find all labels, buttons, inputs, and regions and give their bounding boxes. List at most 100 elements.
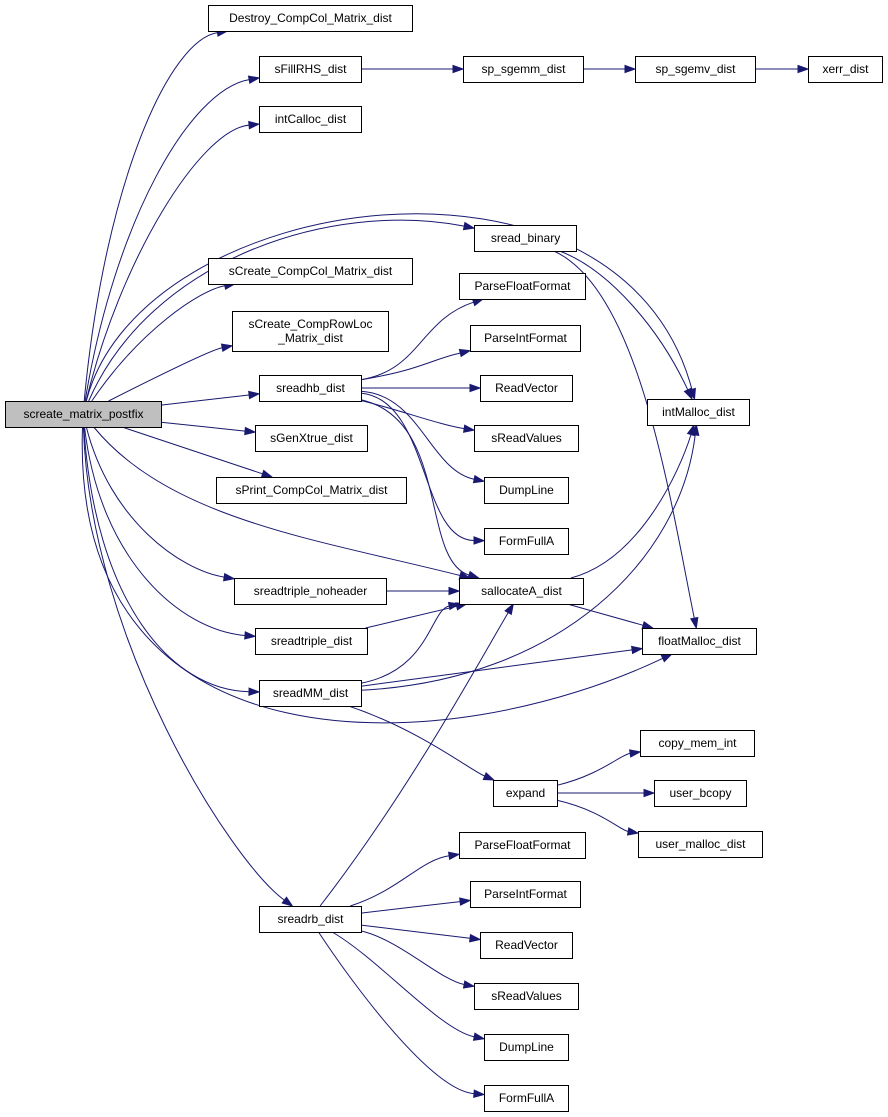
function-node-usermalloc[interactable]: user_malloc_dist [638,831,763,858]
node-label: user_malloc_dist [655,837,746,851]
function-node-xerr[interactable]: xerr_dist [808,56,883,83]
call-edge-sreadhb-to-rv1 [360,383,482,393]
node-box [638,831,763,858]
edge-arrowhead [797,64,810,74]
edge-line [88,219,465,402]
edge-arrowhead [248,120,261,130]
call-edge-root-to-intcalloc [85,120,261,402]
call-edge-sreadrb-to-sallocatea [319,602,515,907]
edge-arrowhead [469,383,482,393]
node-box [259,56,362,83]
function-node-srv1[interactable]: sReadValues [474,425,579,452]
edge-arrowhead [482,771,496,781]
function-node-sreadrb[interactable]: sreadrb_dist [259,906,362,933]
edge-line [360,434,696,691]
node-label: FormFullA [499,534,554,548]
node-box [208,258,413,285]
edge-line [556,752,631,786]
node-label: sreadrb_dist [277,912,344,926]
node-box [463,56,584,83]
function-node-ffa2[interactable]: FormFullA [484,1085,569,1112]
edge-arrowhead [448,586,461,596]
function-node-spsgemv[interactable]: sp_sgemv_dist [635,56,756,83]
call-edge-sreadhb-to-sallocatea [360,399,481,580]
call-edge-srtnh-to-sallocatea [385,586,461,596]
function-node-userbcopy[interactable]: user_bcopy [654,780,747,807]
node-box [234,578,387,605]
node-label: ReadVector [495,381,558,395]
node-box [474,425,579,452]
node-label: sallocateA_dist [481,584,562,598]
function-node-pff2[interactable]: ParseFloatFormat [459,832,586,859]
node-box [474,983,579,1010]
function-node-pff1[interactable]: ParseFloatFormat [459,273,586,300]
node-box [259,680,362,707]
node-box [484,528,569,555]
call-edge-root-to-sreadrb [82,426,294,907]
node-box [255,425,368,452]
call-edge-sreadmm-to-sallocatea [360,601,461,684]
function-node-pif2[interactable]: ParseIntFormat [470,881,581,908]
call-edge-root-to-srt [84,426,257,640]
function-nodes: screate_matrix_postfix Destroy_CompCol_Ma… [5,5,883,1112]
function-node-spsgemm[interactable]: sp_sgemm_dist [463,56,584,83]
edge-arrowhead [244,631,257,640]
call-edge-root-to-sgenx [160,421,257,436]
function-node-rv2[interactable]: ReadVector [480,932,573,959]
call-edge-root-to-sreadhb [160,390,261,406]
function-node-sgenx[interactable]: sGenXtrue_dist [255,425,368,452]
call-edge-root-to-srtnh [85,426,236,582]
function-node-sfillrhs[interactable]: sFillRHS_dist [259,56,362,83]
function-node-srt[interactable]: sreadtriple_dist [255,628,368,655]
node-label: floatMalloc_dist [658,634,741,648]
function-node-pif1[interactable]: ParseIntFormat [470,325,581,352]
edge-line [93,426,461,576]
node-label: intMalloc_dist [662,405,735,419]
edge-line [83,426,250,693]
call-edges [81,28,810,1098]
call-edge-sreadmm-to-floatmalloc [360,645,644,687]
function-node-intcalloc[interactable]: intCalloc_dist [259,106,362,133]
edge-arrowhead [690,423,700,436]
function-node-rv1[interactable]: ReadVector [480,375,573,402]
function-node-root[interactable]: screate_matrix_postfix [5,401,162,428]
function-node-floatmalloc[interactable]: floatMalloc_dist [642,628,757,655]
node-label: sCreate_CompCol_Matrix_dist [229,264,393,278]
function-node-sreadhb[interactable]: sreadhb_dist [259,375,362,402]
function-node-srtnh[interactable]: sreadtriple_noheader [234,578,387,605]
node-box [484,1034,569,1061]
call-edge-sfillrhs-to-spsgemm [361,64,465,74]
edge-line [567,603,644,626]
function-node-intmalloc[interactable]: intMalloc_dist [647,399,750,426]
edge-arrowhead [459,897,472,906]
function-node-ffa1[interactable]: FormFullA [484,528,569,555]
function-node-screaterl[interactable]: sCreate_CompRowLoc_Matrix_dist [232,311,389,352]
call-edge-sreadhb-to-pif1 [360,348,472,381]
edge-arrowhead [247,75,261,84]
function-node-srv2[interactable]: sReadValues [474,983,579,1010]
node-box [635,56,756,83]
function-node-sreadbinary[interactable]: sread_binary [474,225,577,252]
function-node-dl2[interactable]: DumpLine [484,1034,569,1061]
function-node-dl1[interactable]: DumpLine [484,477,569,504]
edge-line [348,705,485,777]
edge-line [84,79,250,402]
function-node-sreadmm[interactable]: sreadMM_dist [259,680,362,707]
edge-arrowhead [448,851,461,861]
edge-arrowhead [220,343,234,352]
function-node-expand[interactable]: expand [493,780,558,807]
call-edge-sreadmm-to-expand [348,705,496,781]
node-box [255,628,368,655]
function-node-copymem[interactable]: copy_mem_int [640,730,755,757]
edge-arrowhead [462,980,476,989]
function-node-sprint[interactable]: sPrint_CompCol_Matrix_dist [216,477,407,504]
edge-line [360,352,461,381]
function-node-sallocatea[interactable]: sallocateA_dist [459,578,584,605]
function-node-screatecc[interactable]: sCreate_CompCol_Matrix_dist [208,258,413,285]
node-label: sReadValues [491,989,562,1003]
function-node-destroy[interactable]: Destroy_CompCol_Matrix_dist [208,5,413,32]
node-label: sp_sgemm_dist [481,62,566,76]
call-edge-sreadhb-to-ffa1 [360,392,486,545]
call-edge-sreadrb-to-pif2 [360,897,472,914]
edge-line [556,799,629,832]
